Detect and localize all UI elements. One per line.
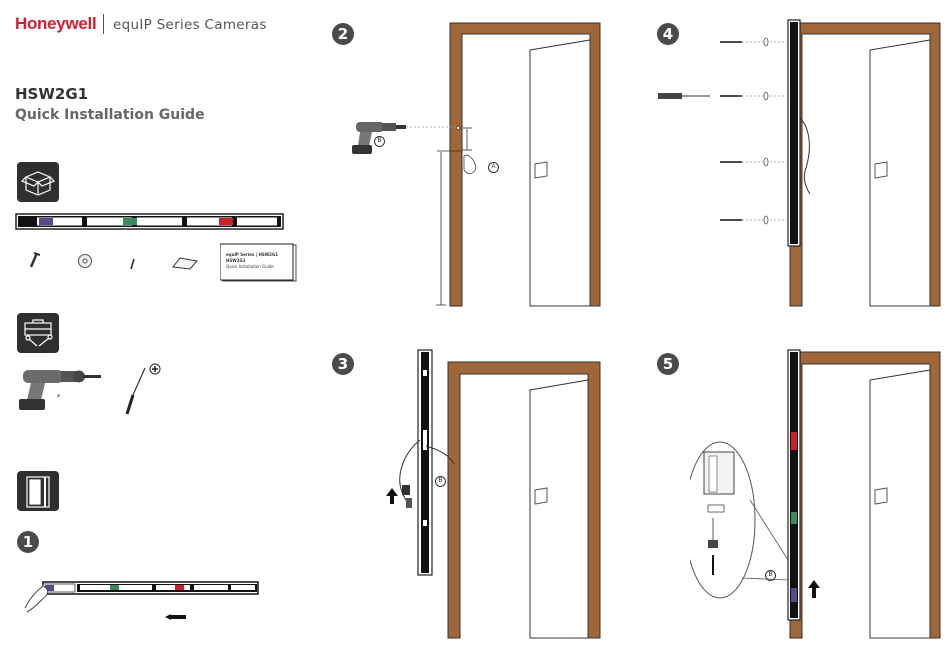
toolbox-icon — [17, 313, 59, 353]
printed-guide-card: equIP Series | HSW2G1 HSW2G1 Quick Insta… — [220, 242, 296, 280]
camera-strip-illustration — [15, 213, 285, 231]
screwdriver-icon — [127, 364, 160, 414]
door-leaf — [870, 370, 930, 638]
camera-strip — [788, 350, 800, 620]
callout-a-step2: A — [488, 162, 499, 173]
drill-icon — [352, 122, 460, 154]
header-divider — [103, 14, 104, 34]
box-contents-icon — [17, 162, 59, 202]
drill-icon: ⌀ — [19, 370, 101, 410]
screw-icon — [31, 253, 40, 267]
card-line-3: Quick Installation Guide — [226, 264, 274, 269]
step-1-badge: 1 — [17, 531, 39, 553]
door-leaf — [530, 40, 590, 306]
pin-icon — [131, 259, 134, 269]
guide-title: Quick Installation Guide — [15, 107, 205, 123]
screwdriver-icon — [658, 93, 710, 99]
step-5-illustration — [690, 340, 942, 640]
door-icon — [17, 471, 59, 511]
screws-row — [720, 38, 788, 224]
accessories-illustration — [15, 245, 215, 275]
callout-b-step3: B — [435, 476, 446, 487]
tools-illustration: ⌀ — [15, 362, 175, 422]
card-line-2: HSW2G1 — [226, 258, 246, 263]
model-number: HSW2G1 — [15, 85, 88, 103]
camera-strip — [418, 350, 432, 575]
step-1-illustration — [15, 570, 265, 625]
callout-b-step2: B — [374, 136, 385, 147]
step-2-illustration — [340, 18, 610, 310]
step-4-illustration — [650, 18, 942, 310]
card-line-1: equIP Series | HSW2G1 — [226, 252, 278, 257]
svg-text:⌀: ⌀ — [57, 393, 60, 399]
step-5-badge: 5 — [657, 353, 679, 375]
step-3-badge: 3 — [332, 353, 354, 375]
callout-b-step5: B — [765, 570, 776, 581]
brand-logo: Honeywell — [15, 14, 96, 34]
product-series: equIP Series Cameras — [113, 17, 267, 33]
step-3-illustration — [380, 340, 610, 640]
door-leaf — [530, 380, 588, 638]
washer-icon — [79, 255, 92, 268]
camera-strip — [788, 20, 800, 246]
pad-icon — [173, 258, 197, 269]
door-leaf — [870, 40, 930, 306]
